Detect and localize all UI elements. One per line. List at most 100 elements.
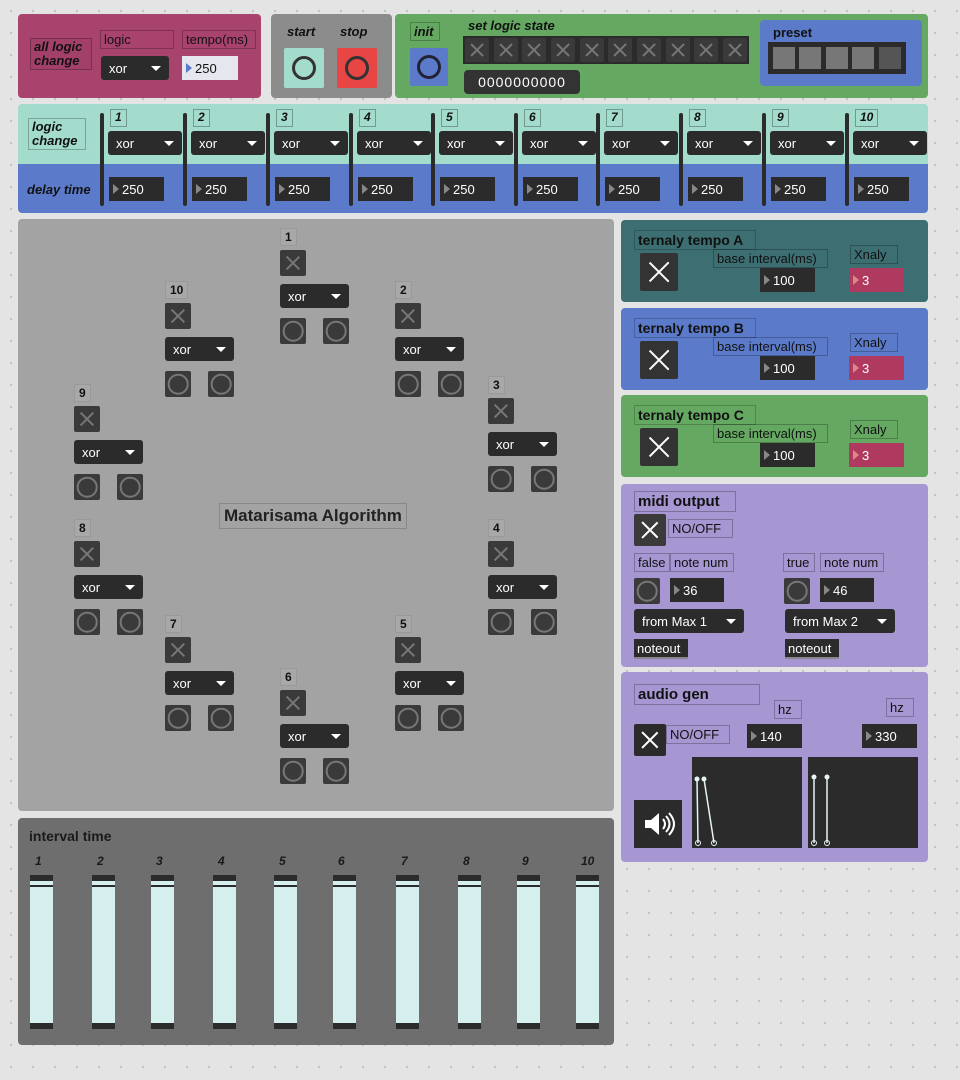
node-bang-in-2[interactable]: [395, 371, 421, 397]
node-logic-select-2[interactable]: xor: [395, 337, 464, 361]
midi-port-2-select[interactable]: from Max 2: [785, 609, 895, 633]
tempoB-base-number[interactable]: 100: [760, 356, 815, 380]
node-logic-select-8[interactable]: xor: [74, 575, 143, 599]
row-logic-select-4[interactable]: xor: [357, 131, 431, 155]
node-logic-select-9[interactable]: xor: [74, 440, 143, 464]
node-bang-in-9[interactable]: [74, 474, 100, 500]
tempoB-toggle[interactable]: [640, 341, 678, 379]
state-toggle-10[interactable]: [723, 38, 747, 62]
row-delay-number-5[interactable]: 250: [440, 177, 495, 201]
node-bang-out-7[interactable]: [208, 705, 234, 731]
node-bang-out-10[interactable]: [208, 371, 234, 397]
node-bang-in-10[interactable]: [165, 371, 191, 397]
init-button[interactable]: [410, 48, 448, 86]
row-logic-select-2[interactable]: xor: [191, 131, 265, 155]
row-delay-number-3[interactable]: 250: [275, 177, 330, 201]
row-logic-select-9[interactable]: xor: [770, 131, 844, 155]
node-toggle-5[interactable]: [395, 637, 421, 663]
interval-slider-10[interactable]: [576, 875, 599, 1029]
node-logic-select-3[interactable]: xor: [488, 432, 557, 456]
node-logic-select-1[interactable]: xor: [280, 284, 349, 308]
node-toggle-9[interactable]: [74, 406, 100, 432]
preset-slot-5[interactable]: [879, 47, 901, 69]
row-delay-number-4[interactable]: 250: [358, 177, 413, 201]
tempoC-xnaly-number[interactable]: 3: [849, 443, 904, 467]
node-toggle-1[interactable]: [280, 250, 306, 276]
row-logic-select-7[interactable]: xor: [604, 131, 678, 155]
midi-true-bang[interactable]: [784, 578, 810, 604]
node-logic-select-7[interactable]: xor: [165, 671, 234, 695]
preset-slot-4[interactable]: [852, 47, 874, 69]
tempoA-base-number[interactable]: 100: [760, 268, 815, 292]
node-bang-out-4[interactable]: [531, 609, 557, 635]
state-toggle-4[interactable]: [551, 38, 575, 62]
node-bang-out-2[interactable]: [438, 371, 464, 397]
interval-slider-1[interactable]: [30, 875, 53, 1029]
node-logic-select-5[interactable]: xor: [395, 671, 464, 695]
node-toggle-8[interactable]: [74, 541, 100, 567]
row-logic-select-5[interactable]: xor: [439, 131, 513, 155]
state-toggle-5[interactable]: [580, 38, 604, 62]
all-tempo-number[interactable]: 250: [182, 56, 238, 80]
state-toggle-2[interactable]: [494, 38, 518, 62]
preset-slot-1[interactable]: [773, 47, 795, 69]
audio-toggle[interactable]: [634, 724, 666, 756]
node-bang-in-1[interactable]: [280, 318, 306, 344]
row-logic-select-1[interactable]: xor: [108, 131, 182, 155]
start-button[interactable]: [284, 48, 324, 88]
node-bang-in-4[interactable]: [488, 609, 514, 635]
node-logic-select-4[interactable]: xor: [488, 575, 557, 599]
row-delay-number-10[interactable]: 250: [854, 177, 909, 201]
node-bang-in-7[interactable]: [165, 705, 191, 731]
midi-note-true[interactable]: 46: [820, 578, 874, 602]
row-delay-number-9[interactable]: 250: [771, 177, 826, 201]
audio-hz-2[interactable]: 330: [862, 724, 917, 748]
node-bang-out-8[interactable]: [117, 609, 143, 635]
all-logic-select[interactable]: xor: [101, 56, 169, 80]
node-toggle-2[interactable]: [395, 303, 421, 329]
row-delay-number-2[interactable]: 250: [192, 177, 247, 201]
state-toggle-6[interactable]: [608, 38, 632, 62]
interval-slider-4[interactable]: [213, 875, 236, 1029]
row-logic-select-10[interactable]: xor: [853, 131, 927, 155]
row-delay-number-1[interactable]: 250: [109, 177, 164, 201]
interval-slider-2[interactable]: [92, 875, 115, 1029]
node-bang-in-5[interactable]: [395, 705, 421, 731]
row-logic-select-6[interactable]: xor: [522, 131, 596, 155]
tempoB-xnaly-number[interactable]: 3: [849, 356, 904, 380]
node-toggle-3[interactable]: [488, 398, 514, 424]
row-logic-select-8[interactable]: xor: [687, 131, 761, 155]
node-bang-in-3[interactable]: [488, 466, 514, 492]
node-logic-select-10[interactable]: xor: [165, 337, 234, 361]
midi-port-1-select[interactable]: from Max 1: [634, 609, 744, 633]
node-bang-in-6[interactable]: [280, 758, 306, 784]
interval-slider-3[interactable]: [151, 875, 174, 1029]
state-toggle-9[interactable]: [694, 38, 718, 62]
node-bang-out-1[interactable]: [323, 318, 349, 344]
preset-slot-3[interactable]: [826, 47, 848, 69]
speaker-button[interactable]: [634, 800, 682, 848]
node-toggle-10[interactable]: [165, 303, 191, 329]
interval-slider-6[interactable]: [333, 875, 356, 1029]
preset-slot-2[interactable]: [799, 47, 821, 69]
node-toggle-6[interactable]: [280, 690, 306, 716]
interval-slider-8[interactable]: [458, 875, 481, 1029]
node-toggle-4[interactable]: [488, 541, 514, 567]
node-bang-out-3[interactable]: [531, 466, 557, 492]
node-bang-in-8[interactable]: [74, 609, 100, 635]
node-bang-out-6[interactable]: [323, 758, 349, 784]
node-logic-select-6[interactable]: xor: [280, 724, 349, 748]
tempoC-toggle[interactable]: [640, 428, 678, 466]
row-delay-number-7[interactable]: 250: [605, 177, 660, 201]
audio-hz-1[interactable]: 140: [747, 724, 802, 748]
node-toggle-7[interactable]: [165, 637, 191, 663]
midi-toggle[interactable]: [634, 514, 666, 546]
row-delay-number-8[interactable]: 250: [688, 177, 743, 201]
midi-false-bang[interactable]: [634, 578, 660, 604]
state-toggle-7[interactable]: [637, 38, 661, 62]
state-toggle-1[interactable]: [465, 38, 489, 62]
row-delay-number-6[interactable]: 250: [523, 177, 578, 201]
interval-slider-5[interactable]: [274, 875, 297, 1029]
state-toggle-3[interactable]: [522, 38, 546, 62]
tempoC-base-number[interactable]: 100: [760, 443, 815, 467]
